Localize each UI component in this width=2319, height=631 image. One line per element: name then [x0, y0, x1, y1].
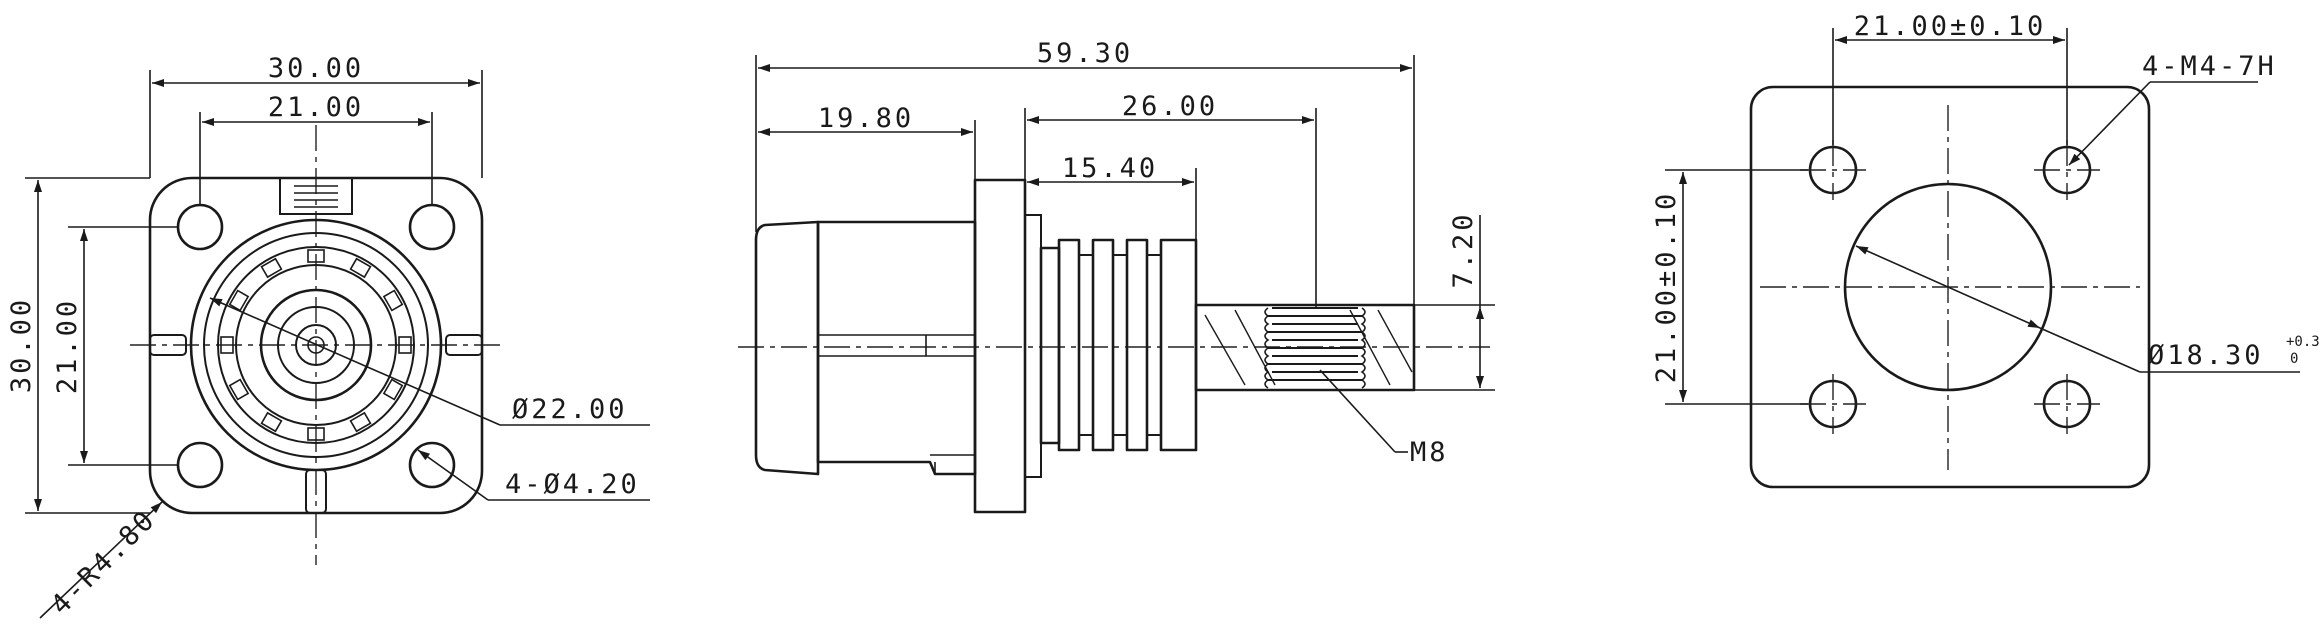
dim-hole-spacing-x: 21.00±0.10 — [1854, 11, 2047, 42]
top-key — [279, 177, 353, 215]
dim-body-diameter: Ø22.00 — [512, 394, 628, 425]
cutout-circle — [1843, 182, 2053, 392]
front-view: 30.00 21.00 30.00 21.00 Ø22.00 4-Ø4.20 4… — [6, 53, 650, 621]
dim-width-holes: 21.00 — [268, 92, 364, 123]
seal-rings — [1039, 238, 1198, 452]
side-flange — [973, 178, 1027, 514]
dim-height-holes: 21.00 — [52, 298, 83, 394]
latch-teeth — [220, 249, 412, 441]
dim-height-overall: 30.00 — [6, 297, 37, 393]
dim-stud-height: 7.20 — [1448, 211, 1479, 288]
side-view: 59.30 19.80 26.00 15.40 7.20 M8 — [738, 38, 1495, 514]
slot-left — [149, 334, 187, 356]
tol-lower: 0 — [2290, 351, 2298, 367]
dim-ring-length: 15.40 — [1062, 153, 1158, 184]
thread-zone — [1264, 307, 1366, 389]
dim-hole-spacing-y: 21.00±0.10 — [1651, 191, 1682, 384]
flange-seat — [1024, 214, 1042, 478]
label-thread-spec: 4-M4-7H — [2142, 51, 2277, 82]
threaded-holes — [1800, 140, 2100, 434]
panel-cutout-view: 21.00±0.10 21.00±0.10 4-M4-7H Ø18.30 +0.… — [1651, 11, 2319, 489]
main-body — [816, 220, 977, 476]
dim-front-length: 19.80 — [818, 103, 914, 134]
connector-body — [189, 218, 443, 472]
dim-corner-radius: 4-R4.80 — [45, 504, 162, 621]
tol-upper: +0.30 — [2286, 334, 2319, 350]
dim-stud-length: 26.00 — [1122, 91, 1218, 122]
slot-right — [445, 334, 483, 356]
dim-overall-length: 59.30 — [1037, 38, 1133, 69]
front-cap — [754, 220, 820, 476]
dim-cutout-diameter: Ø18.30 — [2148, 340, 2264, 371]
dim-hole-spec: 4-Ø4.20 — [505, 469, 640, 500]
threaded-stud — [1194, 303, 1416, 392]
label-thread: M8 — [1410, 437, 1449, 468]
cutout-plate — [1749, 85, 2151, 489]
dim-width-overall: 30.00 — [268, 53, 364, 84]
